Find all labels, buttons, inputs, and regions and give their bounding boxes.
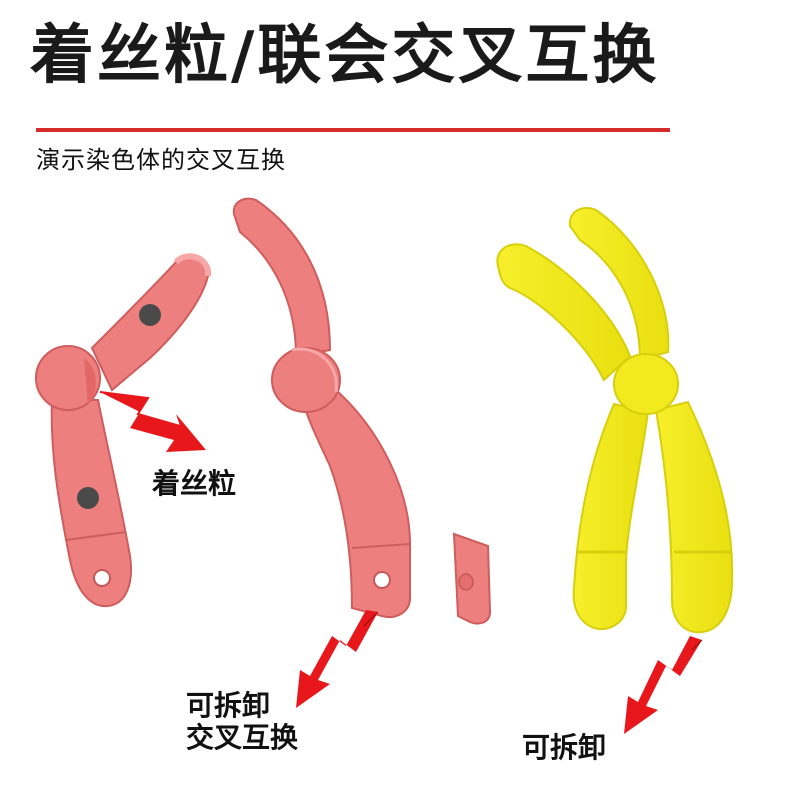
arrow-to-centromere <box>99 391 206 453</box>
magnet-dot-lower <box>77 487 99 509</box>
page-title: 着丝粒/联会交叉互换 <box>30 19 660 93</box>
pink-middle-upper-arm <box>232 197 332 358</box>
arrow-to-detachable-exchange <box>296 610 379 708</box>
label-centromere: 着丝粒 <box>152 467 237 500</box>
yellow-chromosome <box>496 207 734 634</box>
pink-middle-lower-arm <box>298 388 411 618</box>
magnet-dot-upper <box>139 304 161 326</box>
pink-chromosome-left <box>35 253 212 608</box>
detachable-tip-piece <box>452 532 492 625</box>
centromere-disc-yellow <box>613 353 679 415</box>
pin-hole-middle <box>373 571 391 589</box>
label-detachable: 可拆卸 <box>522 731 607 764</box>
label-detachable-exchange: 可拆卸 交叉互换 <box>186 689 299 755</box>
page-subtitle: 演示染色体的交叉互换 <box>36 146 286 174</box>
centromere-disc-middle <box>271 347 341 413</box>
arrow-to-detachable <box>624 636 703 734</box>
centromere-disc-left <box>35 345 101 411</box>
title-divider <box>36 128 670 132</box>
pink-chromosome-middle <box>232 197 411 618</box>
pin-hole <box>93 569 111 587</box>
